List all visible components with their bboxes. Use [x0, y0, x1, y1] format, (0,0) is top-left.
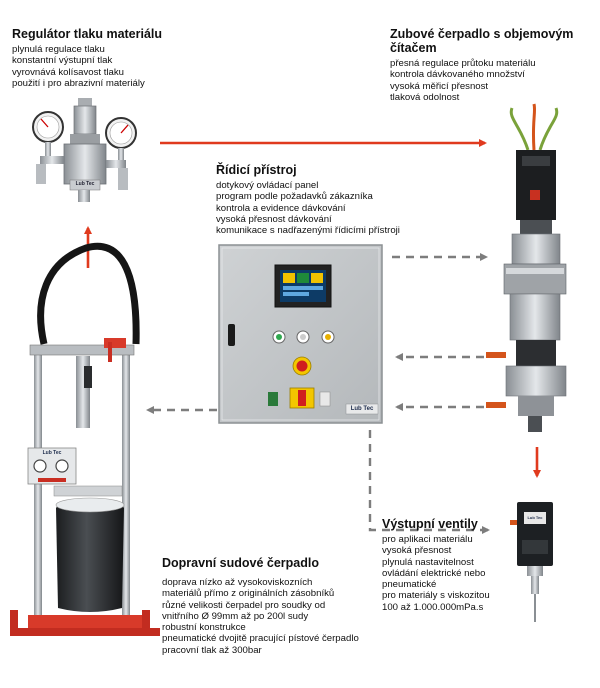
barrel-line: různé velikosti čerpadel pro soudky od — [162, 599, 326, 611]
logo-cabinet: Lub Tec — [350, 406, 374, 412]
valves-description: Výstupní ventily pro aplikaci materiálu … — [382, 517, 517, 613]
control-line: komunikace s nadřazenými řídicími přístr… — [216, 225, 400, 237]
barrel-title: Dopravní sudové čerpadlo — [162, 556, 319, 570]
control-title: Řídicí přístroj — [216, 163, 297, 177]
regulator-description: Regulátor tlaku materiálu plynulá regula… — [12, 27, 212, 89]
valves-line: pro aplikaci materiálu — [382, 534, 473, 545]
regulator-line: plynulá regulace tlaku — [12, 44, 105, 55]
pump-title: Zubové čerpadlo s objemovým čítačem — [390, 27, 590, 55]
regulator-title: Regulátor tlaku materiálu — [12, 27, 163, 41]
barrel-line: materiálů přímo z originálních zásobníků — [162, 588, 335, 600]
valves-line: pro materiály s viskozitou — [382, 590, 490, 602]
control-cabinet-image — [218, 244, 383, 424]
valves-title: Výstupní ventily — [382, 517, 478, 531]
barrel-description: Dopravní sudové čerpadlo doprava nízko a… — [162, 556, 382, 656]
logo-valve: Lub Tec — [527, 515, 543, 520]
pump-line: vysoká měřicí přesnost — [390, 80, 489, 92]
regulator-line: konstantní výstupní tlak — [12, 55, 113, 67]
pump-description: Zubové čerpadlo s objemovým čítačem přes… — [390, 27, 590, 103]
valves-line: ovládání elektrické nebo — [382, 567, 486, 579]
valves-line: vysoká přesnost — [382, 545, 452, 557]
pump-line: přesná regulace průtoku materiálu — [390, 58, 536, 69]
pressure-regulator-image — [32, 98, 137, 202]
barrel-line: pneumatické dvojitě pracující pístové če… — [162, 633, 359, 645]
logo-regulator: Lub Tec — [75, 181, 95, 187]
valves-line: 100 až 1.000.000mPa.s — [382, 601, 484, 613]
barrel-pump-image — [10, 242, 160, 636]
barrel-line: pracovní tlak až 300bar — [162, 644, 262, 656]
regulator-line: použití i pro abrazivní materiály — [12, 77, 145, 89]
regulator-line: vyrovnává kolísavost tlaku — [12, 66, 124, 78]
gear-pump-image — [486, 103, 567, 432]
control-line: dotykový ovládací panel — [216, 180, 319, 191]
pump-line: tlaková odolnost — [390, 91, 460, 103]
barrel-line: doprava nízko až vysokoviskozních — [162, 577, 313, 588]
control-line: program podle požadavků zákazníka — [216, 191, 373, 203]
control-line: kontrola a evidence dávkování — [216, 202, 346, 214]
logo-barrel-pump: Lub Tec — [42, 450, 62, 456]
control-description: Řídicí přístroj dotykový ovládací panel … — [216, 163, 416, 236]
control-line: vysoká přesnost dávkování — [216, 213, 332, 225]
output-valve-image — [510, 502, 553, 622]
pump-line: kontrola dávkovaného množství — [390, 69, 525, 81]
barrel-line: vnitřního Ø 99mm až po 200l sudy — [162, 610, 309, 622]
pump-title-line-1: Zubové čerpadlo s objemovým — [390, 27, 574, 41]
valves-line: pneumatické — [382, 579, 437, 591]
pump-title-line-2: čítačem — [390, 41, 437, 55]
dashed-arrow-control-to-valves — [368, 430, 490, 534]
valves-line: plynulá nastavitelnost — [382, 556, 474, 568]
barrel-line: robustní konstrukce — [162, 622, 246, 634]
